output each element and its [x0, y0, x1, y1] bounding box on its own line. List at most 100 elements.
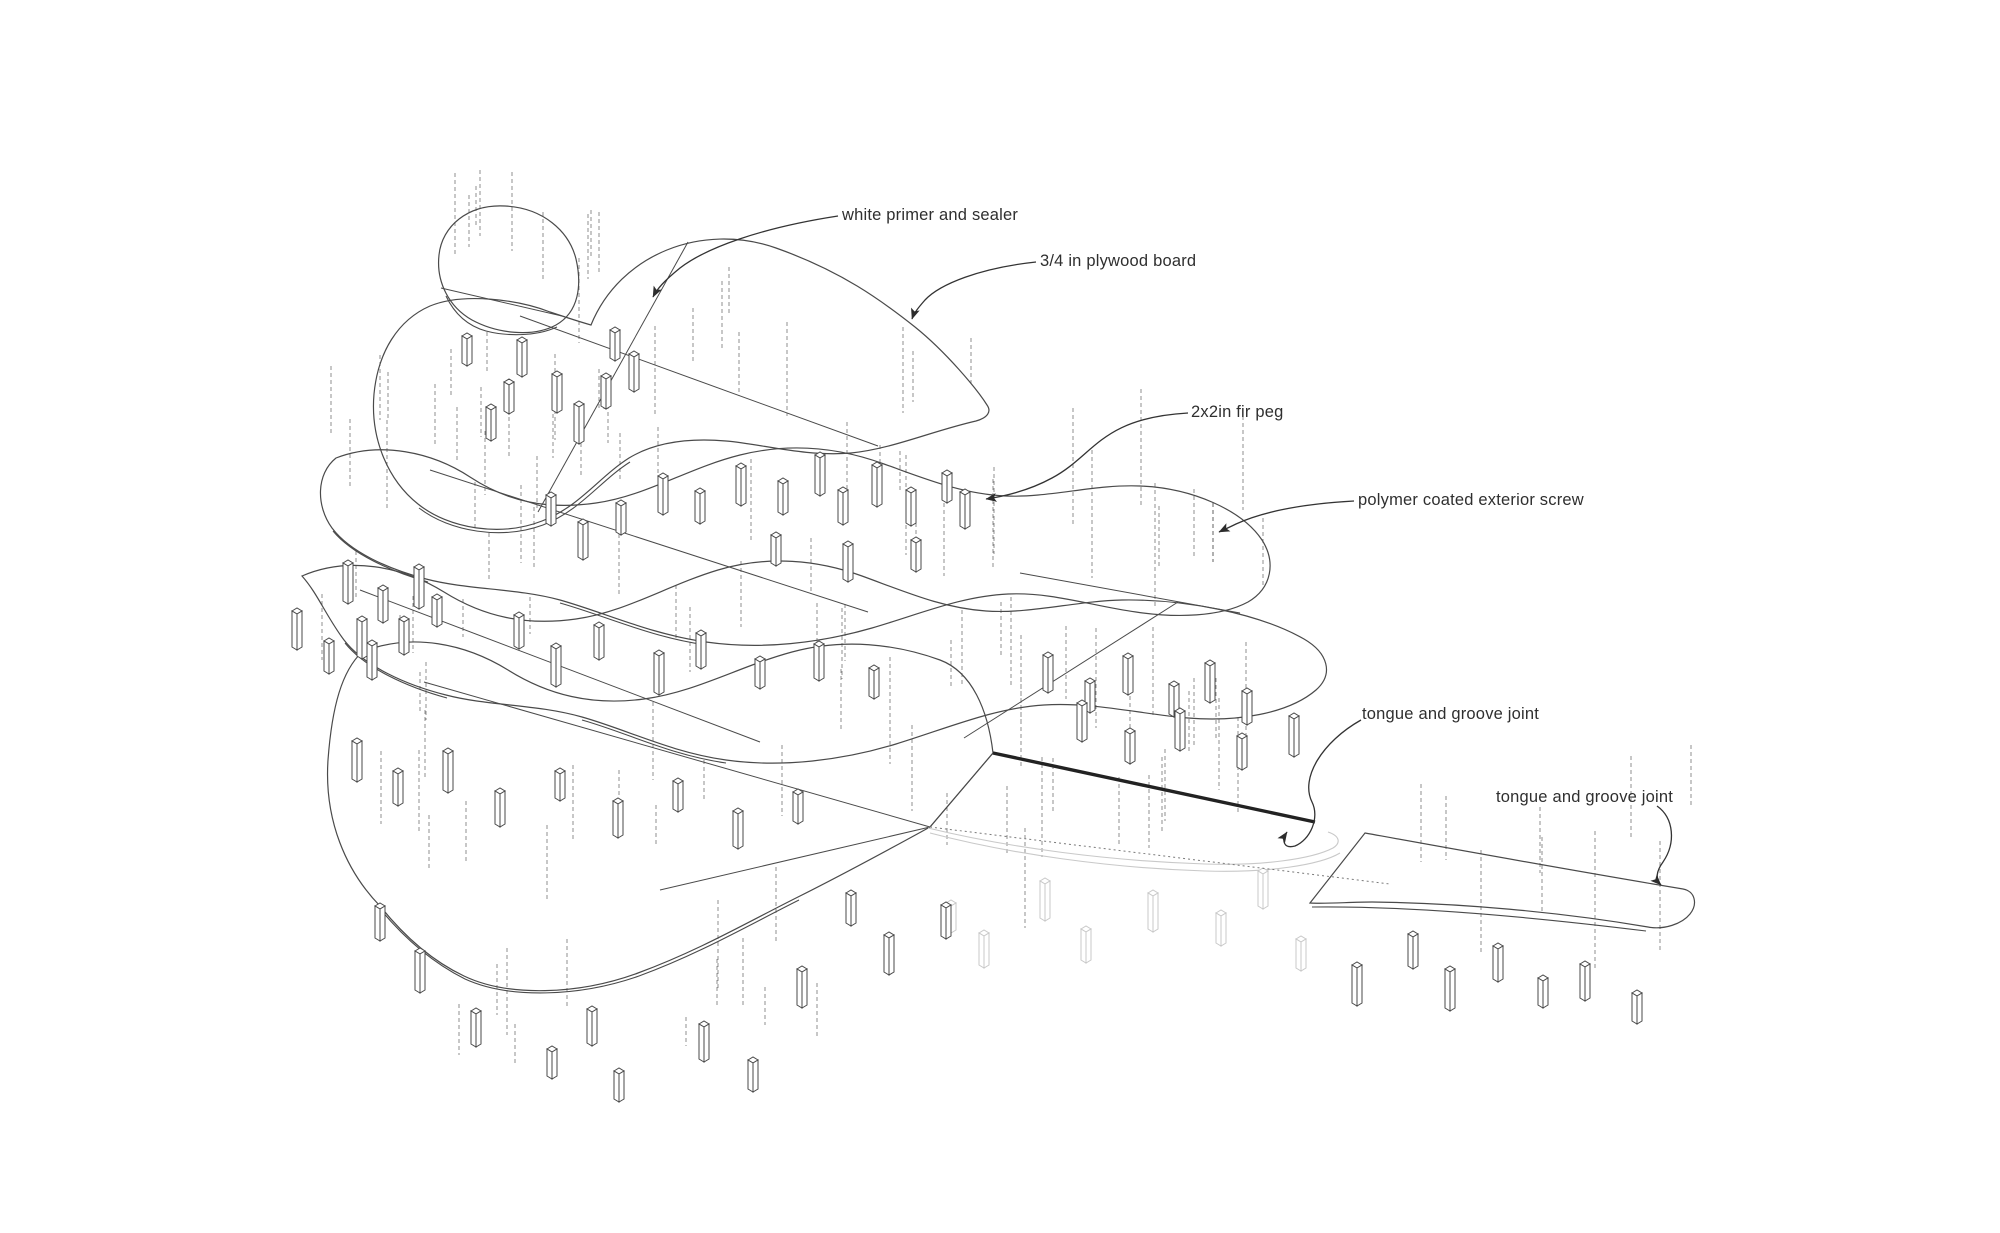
peg-face: [296, 610, 303, 651]
peg-face: [577, 521, 584, 561]
peg-face: [868, 667, 875, 700]
peg-face: [546, 1048, 553, 1080]
fir-peg: [593, 621, 605, 661]
fir-peg: [613, 1067, 625, 1103]
fir-peg: [545, 491, 557, 527]
peg-face: [382, 587, 389, 624]
fir-peg: [735, 462, 747, 507]
peg-face: [371, 642, 378, 681]
peg-face: [1089, 680, 1096, 714]
board-thickness-edge: [418, 461, 631, 534]
peg-face: [1127, 655, 1134, 696]
peg-face: [1497, 945, 1504, 983]
peg-face: [1449, 968, 1456, 1012]
tongue-groove-joint-edges: [929, 751, 1391, 885]
peg-face: [356, 618, 363, 660]
peg-face: [614, 329, 621, 362]
peg-face: [888, 934, 895, 976]
peg-face: [615, 502, 622, 536]
peg-face: [328, 640, 335, 675]
peg-face: [735, 465, 742, 507]
peg-face: [847, 543, 854, 583]
groove-end-cap: [929, 752, 994, 828]
extension-board: [1308, 832, 1696, 929]
peg-face: [323, 640, 330, 675]
fir-peg: [1124, 727, 1136, 765]
peg-face: [609, 329, 616, 362]
peg-face: [518, 614, 525, 650]
peg-face: [397, 770, 404, 807]
fir-peg: [554, 767, 566, 802]
peg-face: [620, 502, 627, 536]
fir-peg: [573, 400, 585, 445]
fir-peg: [1407, 930, 1419, 970]
peg-face: [801, 968, 808, 1009]
peg-face: [461, 335, 468, 367]
peg-face: [374, 905, 381, 942]
peg-face: [551, 373, 558, 414]
fir-peg: [431, 593, 443, 628]
peg-face: [403, 618, 410, 656]
fir-peg: [868, 664, 880, 700]
peg-face: [633, 353, 640, 393]
fir-peg: [366, 639, 378, 681]
board-layer-2: [372, 238, 990, 530]
leader-exterior-screw: [1218, 500, 1355, 533]
peg-face: [1579, 963, 1586, 1002]
peg-face: [819, 454, 826, 497]
fir-peg: [813, 640, 825, 682]
seam-line: [519, 315, 879, 447]
ghost-fir-peg: [1080, 925, 1092, 964]
peg-face: [1080, 928, 1087, 964]
fir-peg: [503, 378, 515, 415]
peg-face: [905, 489, 912, 527]
fir-peg: [291, 607, 303, 651]
peg-face: [351, 740, 358, 783]
peg-face: [1241, 735, 1248, 771]
peg-face: [694, 490, 701, 525]
peg-face: [1241, 690, 1248, 726]
peg-face: [876, 464, 883, 508]
peg-face: [703, 1023, 710, 1063]
peg-face: [578, 403, 585, 445]
fir-peg: [1236, 732, 1248, 771]
peg-face: [677, 780, 684, 813]
peg-face: [442, 750, 449, 794]
peg-face: [1407, 933, 1414, 970]
ghost-fir-peg: [1215, 909, 1227, 947]
leader-white-primer: [652, 215, 839, 298]
ghost-fir-peg: [1039, 877, 1051, 922]
peg-face: [699, 490, 706, 525]
peg-face: [1293, 715, 1300, 758]
peg-face: [550, 645, 557, 688]
fir-peg: [747, 1056, 759, 1093]
peg-face: [657, 475, 664, 516]
peg-face: [777, 480, 784, 516]
peg-face: [747, 1059, 754, 1093]
fir-peg: [940, 901, 952, 940]
peg-face: [466, 335, 473, 367]
peg-face: [366, 642, 373, 681]
peg-face: [605, 375, 612, 410]
fir-peg: [695, 629, 707, 670]
peg-face: [1152, 892, 1159, 933]
fir-peg: [398, 615, 410, 656]
groove-edge-bold: [992, 751, 1316, 824]
fir-peg: [814, 451, 826, 497]
peg-face: [698, 1023, 705, 1063]
fir-peg: [1631, 989, 1643, 1025]
peg-face: [392, 770, 399, 807]
peg-face: [1542, 977, 1549, 1009]
peg-face: [796, 968, 803, 1009]
peg-face: [612, 800, 619, 839]
peg-face: [618, 1070, 625, 1103]
board-thickness-edge: [445, 295, 558, 336]
peg-face: [813, 643, 820, 682]
fir-peg: [612, 797, 624, 839]
fir-peg: [653, 649, 665, 696]
fir-peg: [442, 747, 454, 794]
fir-peg: [461, 332, 473, 367]
peg-face: [695, 632, 702, 670]
annotation-fir-peg: 2x2in fir peg: [1191, 403, 1284, 421]
peg-face: [613, 1070, 620, 1103]
